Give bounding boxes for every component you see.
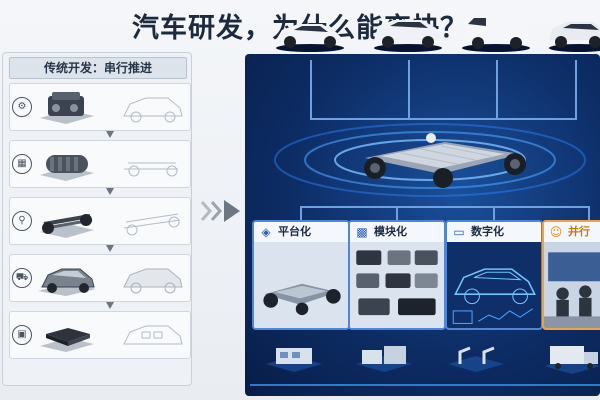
module-modular-title: 模块化	[350, 222, 444, 242]
connector-line	[575, 60, 577, 118]
body-part-image	[38, 268, 96, 296]
connector-line	[493, 206, 495, 220]
team-icon: ☺	[549, 225, 563, 239]
truck-image	[544, 346, 600, 374]
flow-line	[250, 384, 600, 386]
connector-line	[588, 206, 590, 220]
modular-parts-image	[350, 242, 444, 328]
arrow-down	[106, 302, 114, 309]
module-digital-title: 数字化	[447, 222, 541, 242]
connector-line	[300, 206, 302, 220]
connector-line	[300, 206, 590, 208]
connector-line	[310, 118, 577, 120]
connector-line	[408, 60, 410, 118]
module-platform-title: 平台化	[254, 222, 348, 242]
stage-engine: ⚙	[9, 83, 191, 131]
platform-module-image	[254, 242, 348, 328]
factory-building-image	[356, 346, 412, 372]
robot-line-image	[448, 346, 504, 372]
arrow-down	[106, 131, 114, 138]
engine-part-image	[40, 92, 94, 124]
motor-part-image	[40, 155, 94, 181]
car-suv-image	[374, 20, 442, 52]
module-parallel: 并行 ☺	[542, 220, 600, 330]
connector-line	[310, 60, 312, 118]
ghost-chassis-outline	[124, 162, 178, 177]
serial-header: 传统开发：串行推进	[9, 57, 187, 79]
serial-development-panel: 传统开发：串行推进 ⚙ ▦ ⚲	[2, 52, 192, 386]
arrow-down	[106, 188, 114, 195]
connector-line	[496, 60, 498, 118]
ghost-car-outline	[123, 97, 183, 123]
skateboard-platform-image	[364, 133, 526, 188]
engine-icon: ⚙	[12, 97, 32, 117]
suspension-icon: ⚲	[12, 211, 32, 231]
module-parallel-title: 并行	[544, 222, 600, 242]
chip-icon: ▣	[12, 325, 32, 345]
stage-gearbox: ▦	[9, 140, 191, 188]
car-body-icon: ⛟	[12, 268, 32, 288]
car-sedan-image	[276, 24, 344, 52]
platform-icon: ◈	[261, 225, 271, 239]
transition-arrow-icon	[200, 200, 240, 222]
car-crossover-image	[549, 22, 600, 52]
module-digital: 数字化 ▭	[445, 220, 543, 330]
connector-line	[396, 206, 398, 220]
stage-body: ⛟	[9, 254, 191, 302]
monitor-icon: ▭	[453, 225, 465, 239]
ghost-frame-outline	[123, 213, 181, 236]
factory-building-image	[266, 348, 322, 372]
chassis-part-image	[40, 214, 94, 238]
ghost-electronics-outline	[123, 325, 183, 345]
module-modular: 模块化 ▩	[348, 220, 446, 330]
stage-electronics: ▣	[9, 311, 191, 359]
engineering-team-image	[544, 242, 600, 328]
modules-icon: ▩	[356, 225, 368, 239]
car-van-image	[462, 14, 530, 52]
ghost-body-outline	[123, 268, 183, 294]
ecu-part-image	[40, 328, 94, 352]
arrow-down	[106, 245, 114, 252]
stage-chassis: ⚲	[9, 197, 191, 245]
digital-twin-image	[447, 242, 541, 328]
module-platform: 平台化 ◈	[252, 220, 350, 330]
gearbox-icon: ▦	[12, 154, 32, 174]
